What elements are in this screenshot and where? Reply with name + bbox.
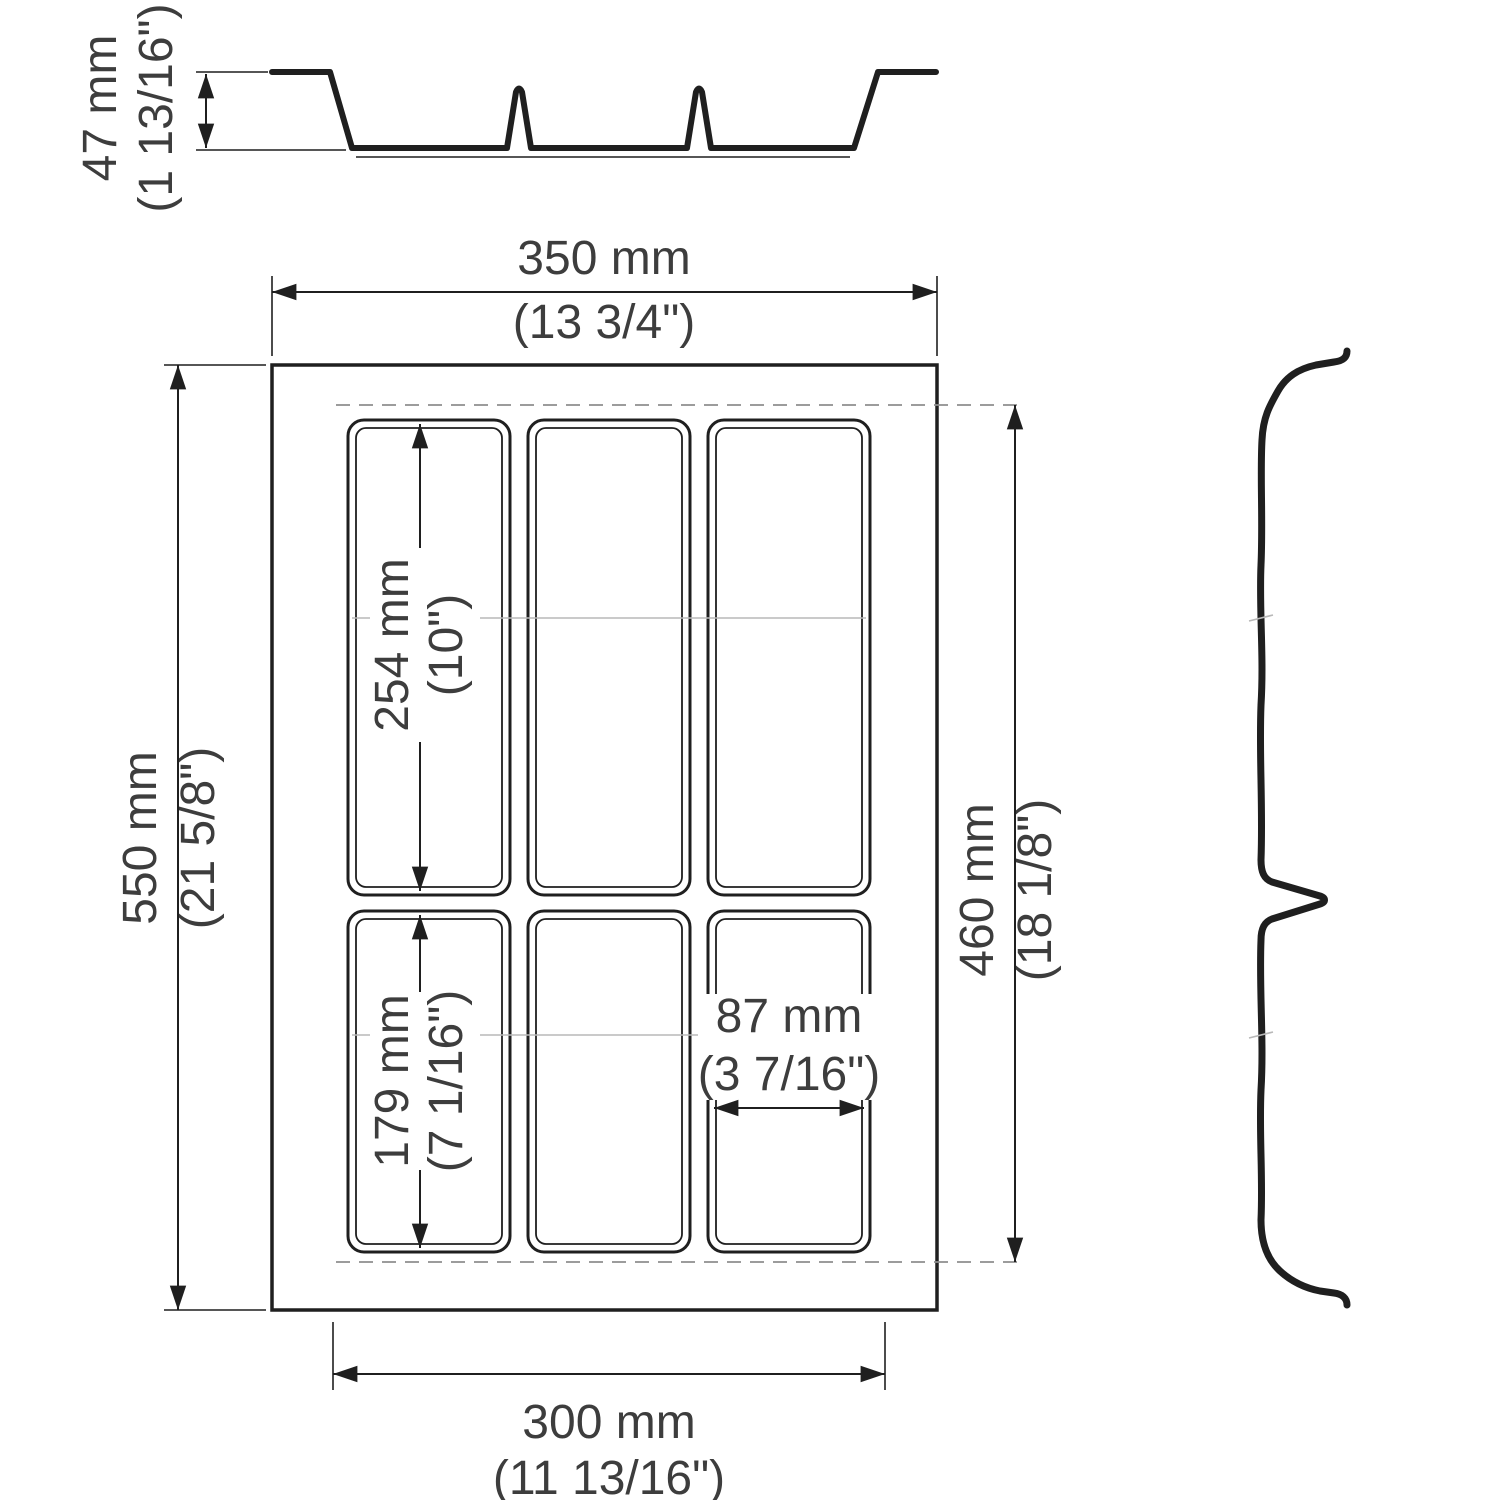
- dim-compartment-short: 179 mm (7 1/16"): [366, 915, 480, 1248]
- dim-compartment-short-mm: 179 mm: [366, 994, 419, 1167]
- compartment-r2c2-outer: [526, 909, 692, 1254]
- compartment-r1c2-outer: [526, 418, 692, 897]
- dim-compartment-width-mm: 87 mm: [716, 990, 863, 1043]
- compartment-r2c1-inner: [355, 918, 503, 1245]
- compartment-r1c2-inner: [535, 427, 683, 888]
- dim-outer-width: 350 mm (13 3/4"): [271, 232, 938, 356]
- dim-outer-width-mm: 350 mm: [517, 232, 690, 285]
- side-section-ref-tick-lower: [1248, 1031, 1274, 1039]
- compartment-r2c2-inner: [535, 918, 683, 1245]
- dim-inner-length-inch: (18 1/8"): [1009, 799, 1062, 981]
- dim-inner-width: 300 mm (11 13/16"): [332, 1322, 886, 1500]
- dim-depth-mm: 47 mm: [74, 35, 127, 182]
- label-backdrop-87: [698, 994, 880, 1100]
- dim-outer-width-inch: (13 3/4"): [513, 296, 695, 349]
- dim-compartment-long-mm: 254 mm: [366, 558, 419, 731]
- compartment-r1c3-outer: [706, 418, 872, 897]
- side-section-ref-tick-upper: [1248, 614, 1274, 622]
- dim-compartment-width: 87 mm (3 7/16"): [698, 990, 880, 1117]
- side-section-profile: [1256, 347, 1351, 1309]
- dim-compartment-short-inch: (7 1/16"): [420, 990, 473, 1172]
- dim-inner-width-mm: 300 mm: [522, 1396, 695, 1449]
- label-backdrop-254: [370, 553, 480, 737]
- dim-inner-width-inch: (11 13/16"): [493, 1452, 725, 1500]
- label-backdrop-179: [370, 996, 480, 1166]
- dim-outer-length: 550 mm (21 5/8"): [114, 364, 266, 1311]
- tray-outer-rect: [270, 363, 939, 1312]
- dim-inner-length-mm: 460 mm: [951, 803, 1004, 976]
- dim-outer-length-mm: 550 mm: [114, 751, 167, 924]
- front-section-view: 47 mm (1 13/16"): [74, 3, 939, 213]
- side-section-view: [1248, 347, 1351, 1309]
- compartment-r1c3-inner: [715, 427, 863, 888]
- dim-compartment-width-inch: (3 7/16"): [698, 1048, 880, 1101]
- dim-inner-length: 460 mm (18 1/8"): [336, 404, 1062, 1263]
- compartment-r1c1-inner: [355, 427, 503, 888]
- front-section-profile: [269, 69, 939, 151]
- dim-compartment-long-inch: (10"): [420, 594, 473, 696]
- dim-compartment-long: 254 mm (10"): [366, 424, 480, 891]
- dim-outer-length-inch: (21 5/8"): [172, 747, 225, 929]
- dim-depth-inch: (1 13/16"): [130, 3, 183, 212]
